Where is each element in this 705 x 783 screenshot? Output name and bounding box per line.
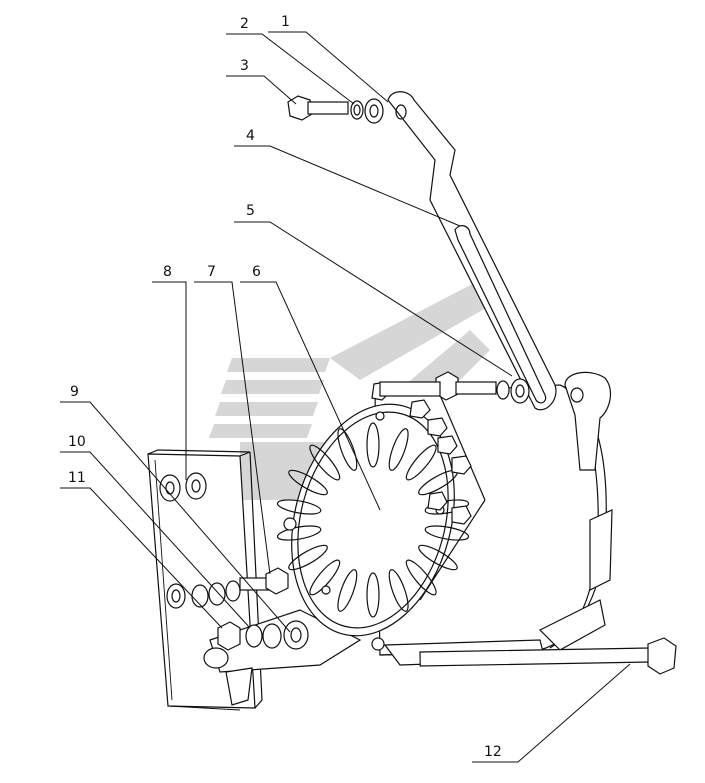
- callout-11: 11: [68, 470, 86, 486]
- callout-5: 5: [246, 203, 255, 219]
- vent-slots: [276, 411, 470, 618]
- callouts: 1 2 3 4 5 6 7 8 9 10 11 12: [60, 14, 631, 763]
- pivot-bracket: [564, 371, 612, 471]
- callout-3: 3: [240, 58, 249, 74]
- callout-1: 1: [281, 14, 290, 30]
- middle-bolt-assembly: [379, 371, 530, 404]
- lower-bolt-assembly: [159, 472, 309, 651]
- callout-10: 10: [68, 434, 86, 450]
- callout-6: 6: [252, 264, 261, 280]
- callout-4: 4: [246, 128, 255, 144]
- callout-9: 9: [70, 384, 79, 400]
- callout-8: 8: [163, 264, 172, 280]
- callout-12: 12: [484, 744, 502, 760]
- callout-2: 2: [240, 16, 249, 32]
- callout-7: 7: [207, 264, 216, 280]
- terminal-bolts: [371, 381, 472, 525]
- top-bolt-assembly: [287, 95, 384, 124]
- long-through-bolt: [371, 637, 677, 675]
- adjustment-arm: [387, 91, 557, 411]
